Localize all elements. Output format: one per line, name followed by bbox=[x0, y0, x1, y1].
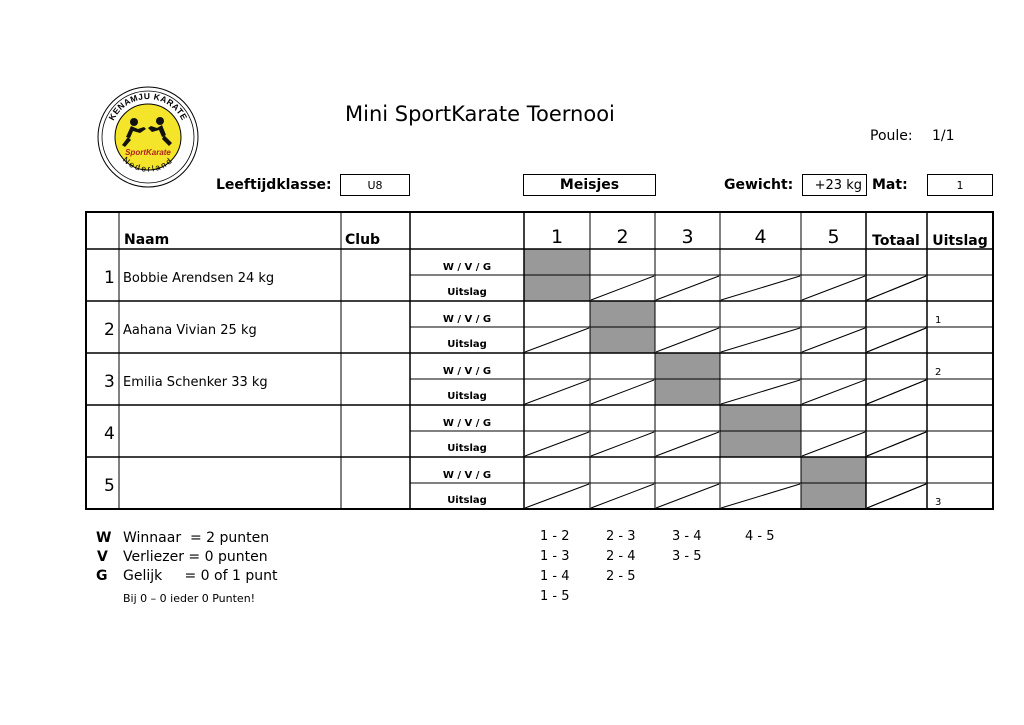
header-opponent-5: 5 bbox=[827, 226, 839, 248]
karate-figures-icon bbox=[122, 117, 172, 147]
score-slash bbox=[590, 379, 655, 405]
score-slash bbox=[524, 483, 590, 509]
row-number: 3 bbox=[104, 372, 115, 392]
score-slash bbox=[590, 483, 655, 509]
legend-text-v: Verliezer = 0 punten bbox=[123, 549, 268, 565]
wvg-label: W / V / G bbox=[443, 366, 491, 377]
gewicht-label: Gewicht: bbox=[724, 177, 794, 193]
row-number: 2 bbox=[104, 320, 115, 340]
pairing: 3 - 5 bbox=[672, 549, 702, 564]
legend-letter-w: W bbox=[96, 530, 112, 546]
gewicht-field[interactable]: +23 kg bbox=[802, 174, 867, 196]
participant-name: Bobbie Arendsen 24 kg bbox=[123, 271, 274, 286]
header-opponent-2: 2 bbox=[616, 226, 628, 248]
pairing: 3 - 4 bbox=[672, 529, 702, 544]
table-border bbox=[85, 211, 994, 510]
leeftijdklasse-value: U8 bbox=[367, 178, 383, 192]
pairing: 1 - 2 bbox=[540, 529, 570, 544]
uitslag-rank: 2 bbox=[935, 367, 941, 378]
uitslag-row-label: Uitslag bbox=[447, 391, 487, 402]
totaal-slash bbox=[866, 483, 927, 509]
score-slash bbox=[720, 379, 801, 405]
poule-value: 1/1 bbox=[932, 128, 955, 144]
score-slash bbox=[655, 431, 720, 457]
score-slash bbox=[801, 327, 866, 353]
score-slash bbox=[720, 483, 801, 509]
score-slash bbox=[590, 431, 655, 457]
poule-label: Poule: bbox=[870, 128, 913, 144]
wvg-label: W / V / G bbox=[443, 262, 491, 273]
logo-center-text: SportKarate bbox=[125, 148, 171, 157]
uitslag-row-label: Uitslag bbox=[447, 443, 487, 454]
score-slash bbox=[590, 275, 655, 301]
pairing: 2 - 3 bbox=[606, 529, 636, 544]
pairing: 1 - 4 bbox=[540, 569, 570, 584]
legend-text-w: Winnaar = 2 punten bbox=[123, 530, 270, 546]
mat-field[interactable]: 1 bbox=[927, 174, 993, 196]
header-naam: Naam bbox=[124, 232, 169, 248]
header-opponent-3: 3 bbox=[681, 226, 693, 248]
score-slash bbox=[524, 379, 590, 405]
uitslag-row-label: Uitslag bbox=[447, 495, 487, 506]
header-uitslag: Uitslag bbox=[932, 233, 987, 249]
participant-name: Aahana Vivian 25 kg bbox=[123, 323, 257, 338]
totaal-slash bbox=[866, 379, 927, 405]
header-totaal: Totaal bbox=[872, 233, 920, 249]
header-club: Club bbox=[345, 232, 380, 248]
legend-letter-g: G bbox=[96, 568, 108, 584]
score-slash bbox=[720, 275, 801, 301]
mat-label: Mat: bbox=[872, 177, 908, 193]
pairing: 4 - 5 bbox=[745, 529, 775, 544]
row-number: 4 bbox=[104, 424, 115, 444]
totaal-slash bbox=[866, 431, 927, 457]
score-slash bbox=[524, 431, 590, 457]
score-slash bbox=[524, 327, 590, 353]
geslacht-field[interactable]: Meisjes bbox=[523, 174, 656, 196]
score-slash bbox=[801, 275, 866, 301]
uitslag-row-label: Uitslag bbox=[447, 339, 487, 350]
pairing: 1 - 3 bbox=[540, 549, 570, 564]
header-opponent-4: 4 bbox=[754, 226, 766, 248]
mat-value: 1 bbox=[956, 178, 964, 192]
header-opponent-1: 1 bbox=[551, 226, 563, 248]
kenamju-karate-logo: KENAMJU KARATE Nederland SportKarate bbox=[97, 86, 199, 188]
row-number: 1 bbox=[104, 268, 115, 288]
row-number: 5 bbox=[104, 476, 115, 496]
geslacht-value: Meisjes bbox=[559, 177, 620, 193]
score-slash bbox=[801, 379, 866, 405]
legend-note: Bij 0 – 0 ieder 0 Punten! bbox=[123, 592, 256, 605]
wvg-label: W / V / G bbox=[443, 314, 491, 325]
leeftijdklasse-field[interactable]: U8 bbox=[340, 174, 410, 196]
page-title: Mini SportKarate Toernooi bbox=[345, 102, 615, 126]
uitslag-rank: 1 bbox=[935, 315, 941, 326]
totaal-slash bbox=[866, 275, 927, 301]
leeftijdklasse-label: Leeftijdklasse: bbox=[216, 177, 332, 193]
pairing: 2 - 4 bbox=[606, 549, 636, 564]
score-slash bbox=[720, 327, 801, 353]
legend-letter-v: V bbox=[97, 549, 108, 565]
pairing: 1 - 5 bbox=[540, 589, 570, 604]
legend-text-g: Gelijk = 0 of 1 punt bbox=[123, 568, 278, 584]
gewicht-value: +23 kg bbox=[814, 177, 862, 193]
participant-name: Emilia Schenker 33 kg bbox=[123, 375, 268, 390]
uitslag-row-label: Uitslag bbox=[447, 287, 487, 298]
wvg-label: W / V / G bbox=[443, 418, 491, 429]
wvg-label: W / V / G bbox=[443, 470, 491, 481]
uitslag-rank: 3 bbox=[935, 497, 941, 508]
score-slash bbox=[655, 327, 720, 353]
totaal-slash bbox=[866, 327, 927, 353]
pairing: 2 - 5 bbox=[606, 569, 636, 584]
score-slash bbox=[801, 431, 866, 457]
score-slash bbox=[655, 483, 720, 509]
score-slash bbox=[655, 275, 720, 301]
